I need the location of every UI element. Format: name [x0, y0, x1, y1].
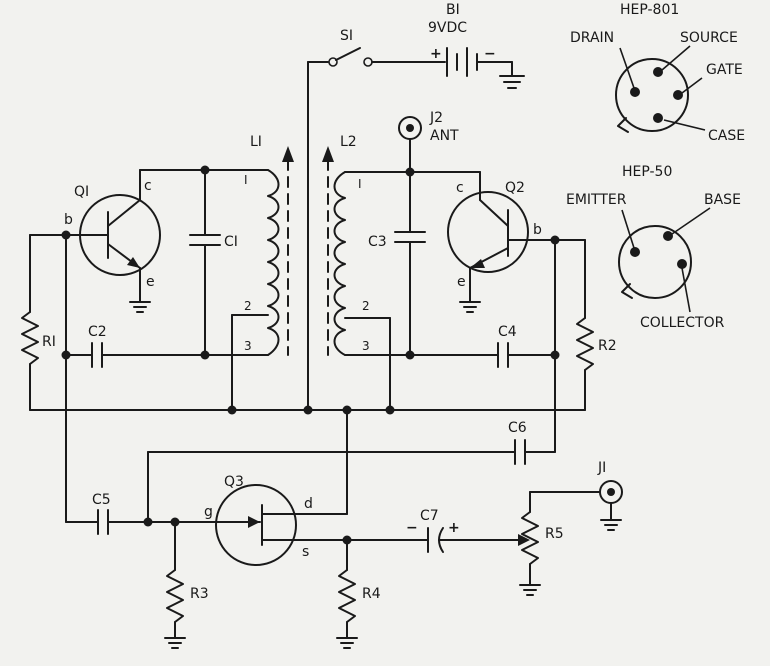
- hep50-title: HEP-50: [622, 164, 672, 180]
- pinout-hep801: HEP-801 DRAIN SOURCE GATE CASE: [570, 2, 745, 144]
- inductor-l2: L2 I 2 3: [322, 134, 370, 356]
- capacitor-c7: C7 − +: [406, 508, 460, 553]
- r5-label: R5: [545, 526, 564, 542]
- inductor-l1: LI I 2 3: [244, 134, 294, 356]
- l1-label: LI: [250, 134, 262, 150]
- capacitor-c1: CI: [189, 234, 238, 250]
- c1-label: CI: [224, 234, 238, 250]
- r1-label: RI: [42, 334, 56, 350]
- resistor-r2: R2: [576, 317, 617, 371]
- c5-label: C5: [92, 492, 111, 508]
- q2-pin-b: b: [533, 222, 542, 238]
- transistor-q2: Q2 c b e: [447, 171, 556, 313]
- hep801-drain: DRAIN: [570, 30, 614, 46]
- q3-pin-s: s: [302, 544, 309, 560]
- transistor-q1: QI c b e: [64, 169, 161, 313]
- hep50-collector: COLLECTOR: [640, 315, 725, 331]
- l2-tap-2: 2: [362, 299, 370, 313]
- potentiometer-r5: R5: [521, 511, 564, 565]
- q1-pin-c: c: [144, 178, 152, 194]
- jack-j2: J2 ANT: [398, 110, 459, 144]
- fet-q3: Q3 g d s: [204, 474, 348, 566]
- c7-label: C7: [420, 508, 439, 524]
- junction-dots: [61, 165, 560, 545]
- l2-tap-3: 3: [362, 339, 370, 353]
- capacitor-c5: C5: [92, 492, 111, 535]
- capacitor-c2: C2: [88, 324, 107, 368]
- resistor-r3: R3: [166, 569, 209, 623]
- l2-tap-1: I: [358, 177, 362, 191]
- hep50-base: BASE: [704, 192, 741, 208]
- capacitor-c3: C3: [368, 231, 426, 250]
- j2-sub: ANT: [430, 128, 459, 144]
- resistor-r1: RI: [21, 311, 56, 365]
- q2-pin-c: c: [456, 180, 464, 196]
- j1-label: JI: [597, 460, 606, 476]
- hep801-case: CASE: [708, 128, 745, 144]
- hep801-title: HEP-801: [620, 2, 679, 18]
- r3-label: R3: [190, 586, 209, 602]
- c7-plus: +: [448, 520, 460, 536]
- q1-pin-b: b: [64, 212, 73, 228]
- jack-j1: JI: [597, 460, 623, 504]
- q2-label: Q2: [505, 180, 525, 196]
- battery-b1: BI 9VDC + −: [428, 2, 513, 77]
- s1-label: SI: [340, 28, 353, 44]
- l1-tap-3: 3: [244, 339, 252, 353]
- c2-label: C2: [88, 324, 107, 340]
- l1-tap-2: 2: [244, 299, 252, 313]
- q3-label: Q3: [224, 474, 244, 490]
- b1-label: BI: [446, 2, 460, 18]
- r4-label: R4: [362, 586, 381, 602]
- q3-pin-g: g: [204, 504, 213, 520]
- capacitor-c4: C4: [497, 324, 517, 368]
- r2-label: R2: [598, 338, 617, 354]
- c4-label: C4: [498, 324, 517, 340]
- hep801-source: SOURCE: [680, 30, 738, 46]
- ground-symbol: [499, 75, 525, 89]
- b1-minus: −: [484, 46, 496, 62]
- c7-minus: −: [406, 520, 418, 536]
- l2-label: L2: [340, 134, 357, 150]
- q1-pin-e: e: [146, 274, 155, 290]
- q1-label: QI: [74, 184, 89, 200]
- c3-label: C3: [368, 234, 387, 250]
- capacitor-c6: C6: [508, 420, 527, 465]
- q2-pin-e: e: [457, 274, 466, 290]
- q3-pin-d: d: [304, 496, 313, 512]
- c6-label: C6: [508, 420, 527, 436]
- l1-tap-1: I: [244, 173, 248, 187]
- hep801-gate: GATE: [706, 62, 743, 78]
- resistor-r4: R4: [338, 569, 381, 623]
- j2-label: J2: [429, 110, 443, 126]
- hep50-emitter: EMITTER: [566, 192, 627, 208]
- b1-value: 9VDC: [428, 20, 467, 36]
- switch-s1: SI: [307, 28, 446, 411]
- pinout-hep50: HEP-50 EMITTER BASE COLLECTOR: [566, 164, 741, 331]
- b1-plus: +: [430, 46, 442, 62]
